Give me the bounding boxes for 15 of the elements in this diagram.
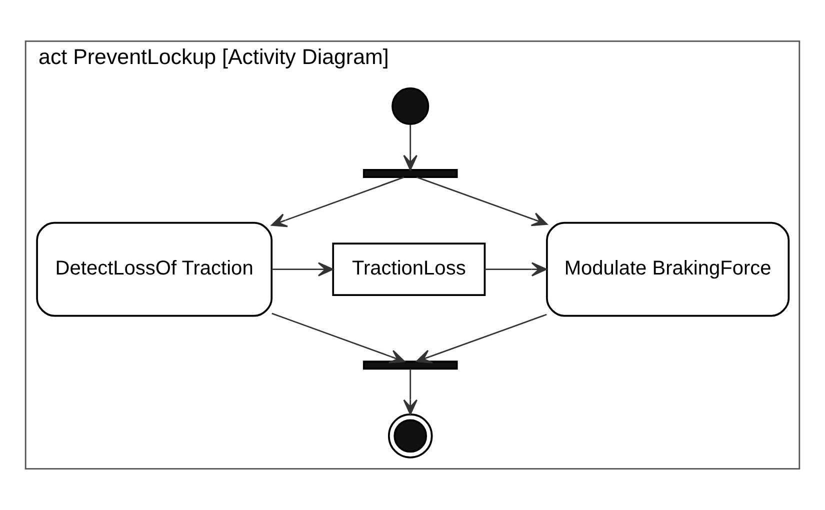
node-bar [362,360,458,370]
arrow [271,176,404,228]
node-circle [392,87,430,126]
node-box: Modulate BrakingForce [546,222,790,317]
arrow [272,262,334,276]
arrow [272,312,406,364]
arrow [416,176,548,226]
node-bar [362,168,458,178]
node-box: TractionLoss [332,242,486,296]
arrow [403,124,418,170]
node-box: DetectLossOf Traction [36,222,273,317]
arrow [484,262,547,276]
node-bullseye [388,414,433,458]
arrow [416,314,547,364]
arrow [403,368,418,415]
